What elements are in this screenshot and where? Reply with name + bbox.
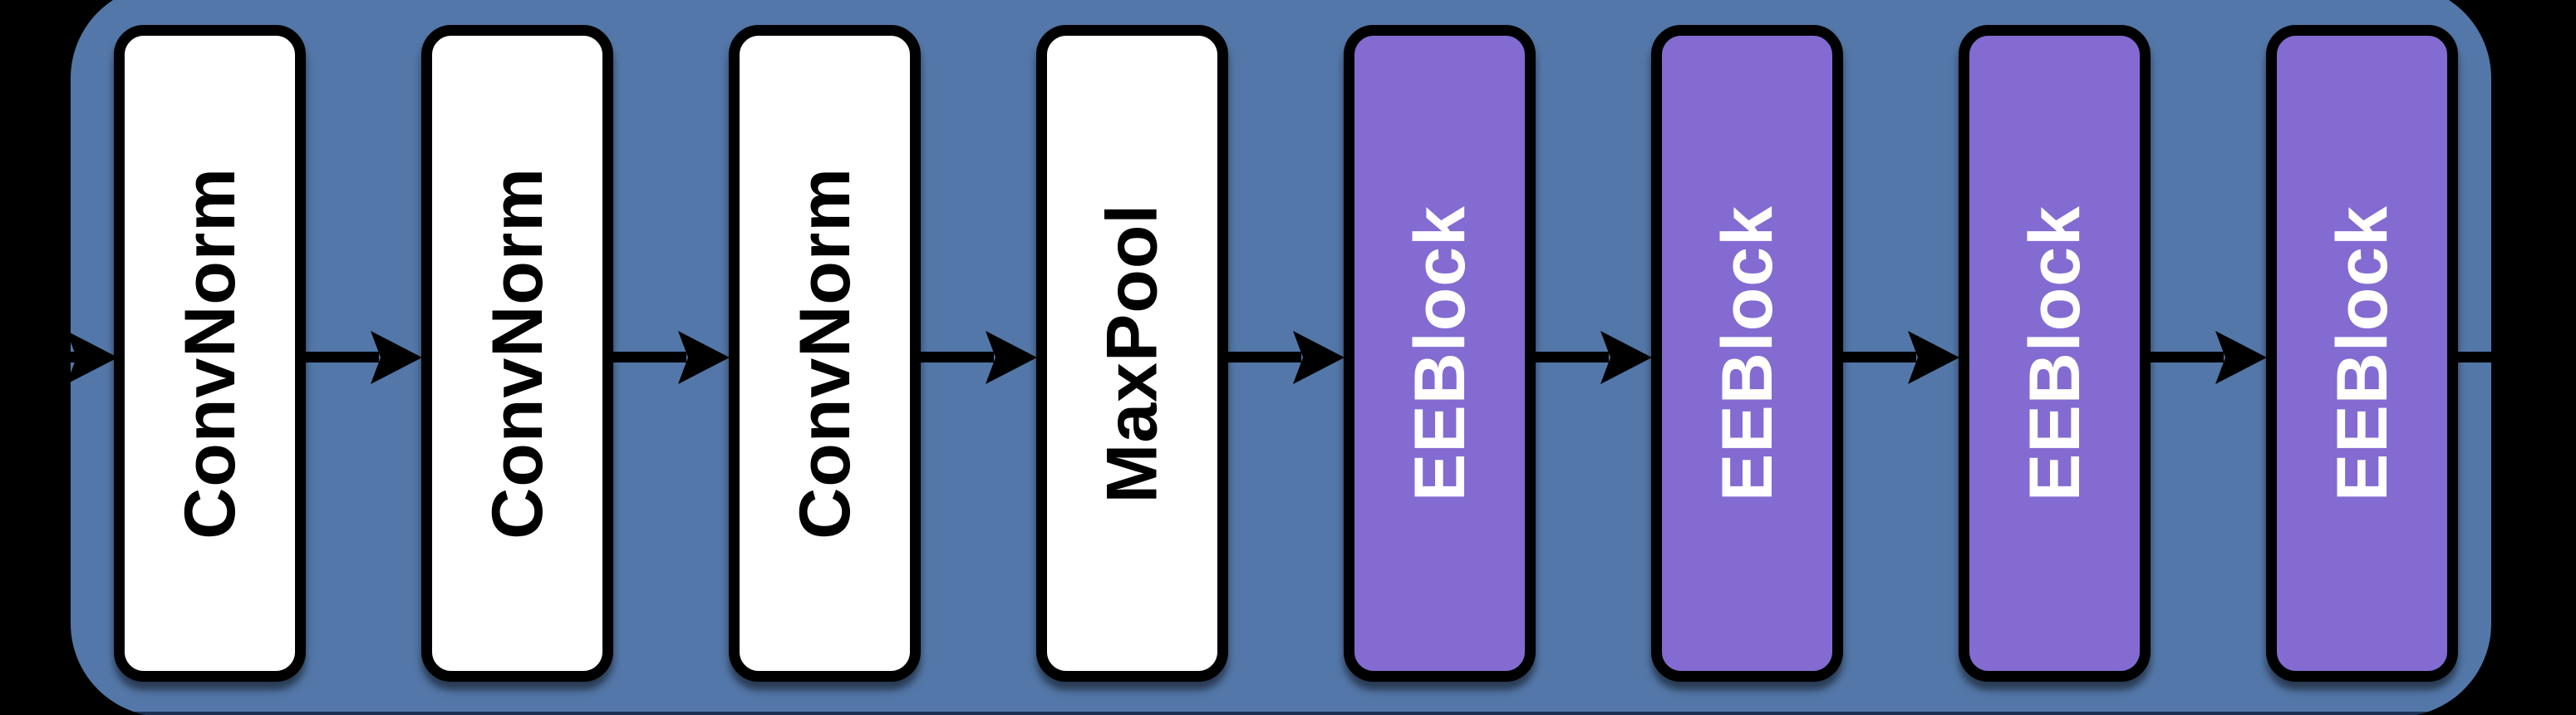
layer-block-conv-norm-1: ConvNorm bbox=[114, 25, 306, 682]
flow-arrowhead-icon bbox=[1908, 331, 1959, 384]
layer-block-label: EEBlock bbox=[1399, 205, 1480, 501]
layer-block-conv-norm-2: ConvNorm bbox=[421, 25, 613, 682]
layer-block-label: ConvNorm bbox=[784, 167, 865, 540]
layer-block-label: EEBlock bbox=[2014, 205, 2095, 501]
flow-arrow-shaft bbox=[2149, 352, 2224, 362]
flow-arrowhead-icon bbox=[2215, 331, 2267, 384]
flow-arrow-shaft bbox=[0, 352, 76, 362]
layer-block-max-pool-4: MaxPool bbox=[1036, 25, 1228, 682]
container-bottom-edge bbox=[71, 712, 2491, 715]
layer-block-ee-block-7: EEBlock bbox=[1959, 25, 2151, 682]
flow-arrow-shaft bbox=[1227, 352, 1301, 362]
layer-block-label: ConvNorm bbox=[170, 167, 250, 540]
flow-arrowhead-icon bbox=[1600, 331, 1652, 384]
layer-block-ee-block-6: EEBlock bbox=[1651, 25, 1843, 682]
layer-block-conv-norm-3: ConvNorm bbox=[729, 25, 921, 682]
layer-block-label: EEBlock bbox=[2322, 205, 2402, 501]
layer-block-label: ConvNorm bbox=[477, 167, 558, 540]
flow-arrow-shaft bbox=[2456, 352, 2576, 362]
layer-block-ee-block-5: EEBlock bbox=[1344, 25, 1536, 682]
flow-arrow-shaft bbox=[1841, 352, 1916, 362]
flow-arrowhead-icon bbox=[678, 331, 730, 384]
flow-arrowhead-icon bbox=[1293, 331, 1345, 384]
layer-block-ee-block-8: EEBlock bbox=[2266, 25, 2458, 682]
flow-arrow-shaft bbox=[919, 352, 994, 362]
layer-block-label: MaxPool bbox=[1092, 203, 1172, 504]
flow-arrowhead-icon bbox=[986, 331, 1037, 384]
flow-arrow-shaft bbox=[304, 352, 379, 362]
flow-arrowhead-icon bbox=[371, 331, 422, 384]
flow-arrow-shaft bbox=[1534, 352, 1609, 362]
flow-arrow-shaft bbox=[612, 352, 686, 362]
layer-block-label: EEBlock bbox=[1707, 205, 1787, 501]
flow-arrowhead-icon bbox=[66, 331, 118, 384]
